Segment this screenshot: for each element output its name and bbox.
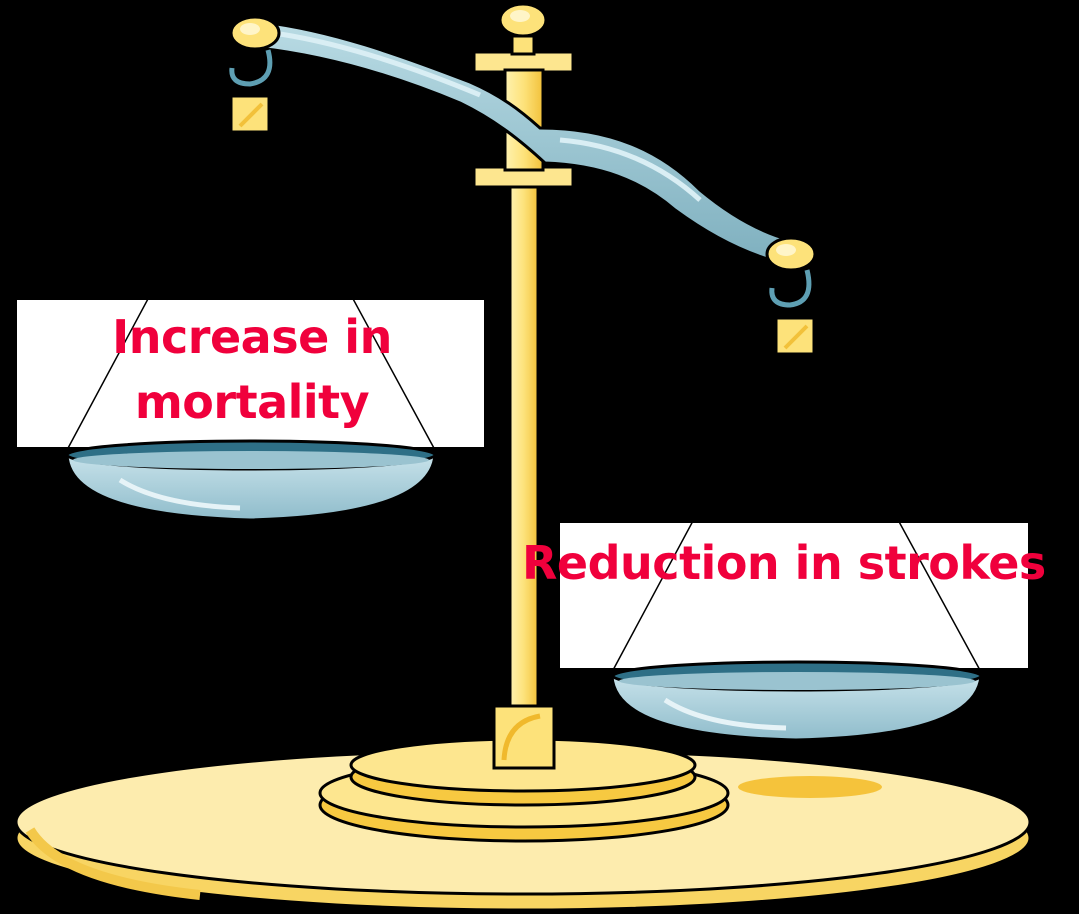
scale-base: [14, 737, 1032, 912]
right-label: Reduction in strokes: [522, 536, 1046, 590]
left-label-line-2: mortality: [134, 375, 370, 429]
left-label-line-1: Increase in: [112, 310, 392, 364]
right-hanger: [765, 236, 817, 356]
